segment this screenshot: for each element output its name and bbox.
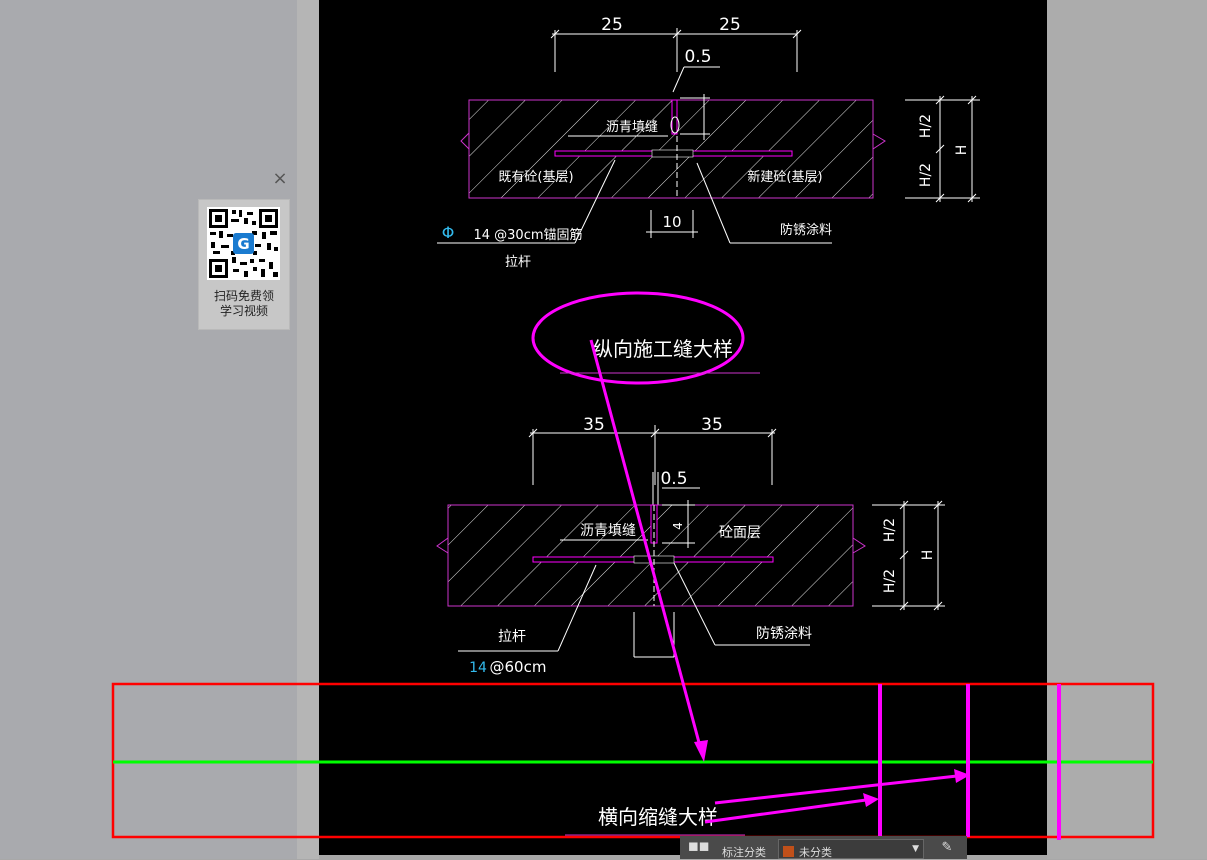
chevron-down-icon: ▼ (912, 844, 919, 854)
cad-drawing-canvas[interactable]: 25 25 0.5 沥青填缝 既有砼(基层) 新建砼(基层) 10 Φ 14 @… (319, 0, 1047, 855)
qr-caption: 扫码免费领 学习视频 (199, 289, 289, 319)
top-dimension-lines (550, 28, 802, 93)
bottom-dim-h-half-top: H/2 (882, 518, 898, 542)
top-dim-h-half-bottom: H/2 (918, 163, 934, 187)
bottom-dim-small: 4 (671, 522, 685, 530)
qr-code-icon: G (207, 207, 280, 280)
bottom-dim-right: 35 (701, 415, 723, 435)
bottom-dim-h-half-bottom: H/2 (882, 569, 898, 593)
top-rebar-symbol: Φ (442, 223, 455, 242)
bottom-label-asphalt: 沥青填缝 (580, 523, 636, 539)
bottom-label-surface: 砼面层 (719, 525, 761, 541)
bottom-dim-left: 35 (583, 415, 605, 435)
qr-caption-line1: 扫码免费领 (213, 289, 274, 303)
top-dim-h: H (954, 145, 970, 156)
top-detail: 25 25 0.5 沥青填缝 既有砼(基层) 新建砼(基层) 10 Φ 14 @… (437, 15, 980, 270)
canvas-left-margin (297, 0, 319, 859)
right-panel (1047, 0, 1207, 859)
bottom-label-antirust: 防锈涂料 (756, 626, 812, 642)
bottom-dim-h: H (920, 550, 936, 561)
edit-icon[interactable]: ✎ (941, 840, 953, 855)
qr-promo-card[interactable]: G 扫码免费领 学习视频 (198, 199, 290, 330)
category-select[interactable]: 未分类 ▼ (778, 839, 924, 859)
title-longitudinal: 纵向施工缝大样 (593, 337, 733, 361)
top-label-new: 新建砼(基层) (747, 169, 822, 185)
top-label-rebar: 14 @30cm锚固筋 (473, 227, 582, 243)
annotation-toolbar: ◼◼ 标注分类 未分类 ▼ ✎ (680, 836, 967, 859)
cad-drawing: 25 25 0.5 沥青填缝 既有砼(基层) 新建砼(基层) 10 Φ 14 @… (436, 15, 980, 836)
bottom-spacing-symbol: 14 (469, 660, 487, 676)
bottom-detail: 35 35 0.5 4 沥青填缝 砼面层 拉杆 14 @60cm 防锈涂料 H/… (436, 415, 945, 676)
top-dim-h-half-top: H/2 (918, 114, 934, 138)
bottom-label-spacing: @60cm (490, 658, 547, 676)
top-slab (468, 99, 874, 199)
top-dim-right: 25 (719, 15, 741, 35)
qr-code-image: G (207, 207, 280, 280)
top-dim-bottom: 10 (662, 213, 681, 231)
bottom-label-tie: 拉杆 (498, 629, 526, 645)
top-dim-gap: 0.5 (684, 47, 711, 67)
top-label-existing: 既有砼(基层) (498, 170, 573, 185)
top-label-tie: 拉杆 (505, 255, 531, 270)
title-transverse: 横向缩缝大样 (598, 805, 718, 829)
svg-text:G: G (237, 235, 249, 253)
top-dim-left: 25 (601, 15, 623, 35)
qr-caption-line2: 学习视频 (219, 304, 268, 318)
left-panel (0, 0, 300, 859)
top-label-asphalt: 沥青填缝 (606, 120, 658, 135)
annotation-category-icon[interactable]: ◼◼ (688, 839, 710, 854)
category-color-swatch (783, 846, 794, 857)
toolbar-label: 标注分类 (722, 846, 766, 859)
top-label-antirust: 防锈涂料 (780, 222, 832, 238)
category-select-value: 未分类 (799, 846, 832, 859)
bottom-dim-gap: 0.5 (660, 469, 687, 489)
close-icon[interactable]: × (272, 168, 288, 189)
